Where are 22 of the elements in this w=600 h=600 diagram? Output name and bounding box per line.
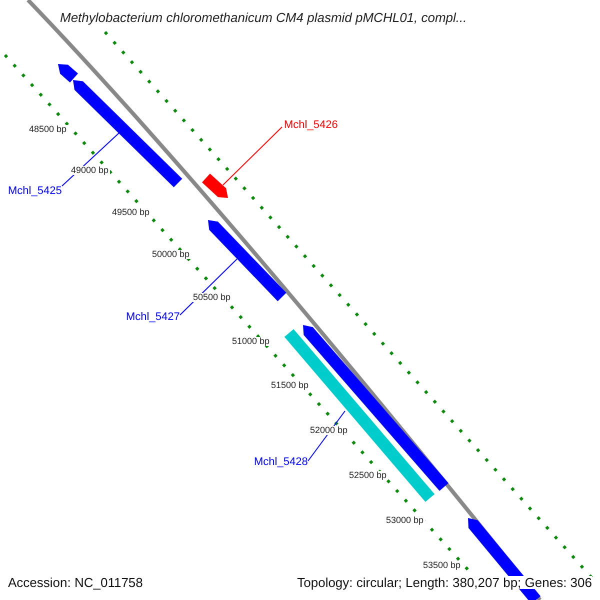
position-label: 52000 bp [309,426,349,435]
position-label: 48500 bp [28,125,68,134]
position-label: 52500 bp [348,471,388,480]
gene-bar [202,174,228,198]
gene-label: Mchl_5426 [284,120,338,131]
position-label: 53500 bp [422,561,462,570]
position-label: 53000 bp [385,516,425,525]
leader-line [222,126,282,186]
position-label: 51000 bp [231,337,271,346]
info-text: Accession: NC_011758 [8,576,143,589]
position-label: 51500 bp [270,381,310,390]
position-label: 50000 bp [151,250,191,259]
position-label: 49500 bp [111,208,151,217]
gene-bar [73,80,182,188]
gene-label: Mchl_5425 [8,186,62,197]
gene-bar [58,64,78,82]
info-text: Topology: circular; Length: 380,207 bp; Genes: 306 [297,576,592,589]
position-label: 49000 bp [70,166,110,175]
title: Methylobacterium chloromethanicum CM4 plasmid pMCHL01, compl... [60,11,467,24]
gene-label: Mchl_5427 [126,312,180,323]
gene-label: Mchl_5428 [254,457,308,468]
position-label: 50500 bp [192,293,232,302]
